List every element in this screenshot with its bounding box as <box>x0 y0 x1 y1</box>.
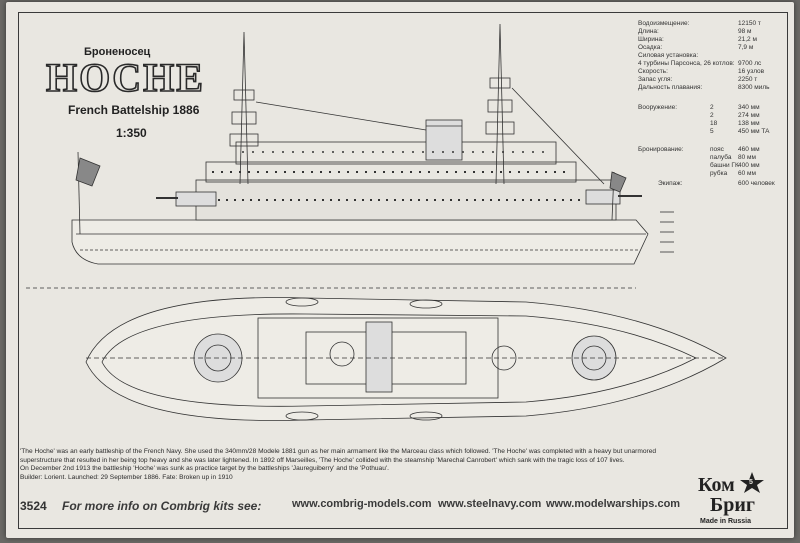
side-hull <box>71 219 649 265</box>
ship-type-label: Броненосец <box>84 46 151 58</box>
description-line: Builder: Lorient. Launched: 29 September… <box>20 473 233 481</box>
star-number: 5 <box>749 479 753 486</box>
aft-mast <box>485 23 515 185</box>
forward-mast <box>229 31 259 185</box>
description-line: 'The Hoche' was an early battleship of t… <box>20 448 657 455</box>
url-modelwarships[interactable]: www.modelwarships.com <box>546 498 681 510</box>
logo-line-1: Ком <box>698 474 735 496</box>
more-info-label: For more info on Combrig kits see: <box>62 499 262 513</box>
kit-code: 3524 <box>20 499 47 513</box>
instruction-sheet: Броненосец HOCHE French Battelship 1886 … <box>6 2 794 538</box>
url-combrig[interactable]: www.combrig-models.com <box>292 498 432 510</box>
kombrig-logo: 5 Ком Бриг Made in Russia <box>688 470 772 530</box>
made-in-russia: Made in Russia <box>700 518 751 525</box>
ship-name-title: HOCHE <box>45 54 205 101</box>
description-line: On December 2nd 1913 the battleship 'Hoc… <box>20 465 389 473</box>
plan-hull <box>85 297 727 421</box>
url-steelnavy[interactable]: www.steelnavy.com <box>438 498 542 510</box>
description-line: superstructure that resulted in her bein… <box>20 456 625 464</box>
flag-bow <box>609 171 627 221</box>
logo-line-2: Бриг <box>710 494 755 516</box>
scale-label: 1:350 <box>116 126 147 140</box>
plan-boats <box>285 297 443 421</box>
history-description: 'The Hoche' was an early battleship of t… <box>20 448 660 482</box>
flag-stern <box>75 151 101 235</box>
ship-english-title: French Battelship 1886 <box>68 103 200 117</box>
draught-marks <box>660 211 674 253</box>
side-portholes <box>202 151 612 201</box>
drawing-frame <box>18 12 788 529</box>
ship-drawings <box>26 23 727 421</box>
star-icon <box>740 472 764 493</box>
